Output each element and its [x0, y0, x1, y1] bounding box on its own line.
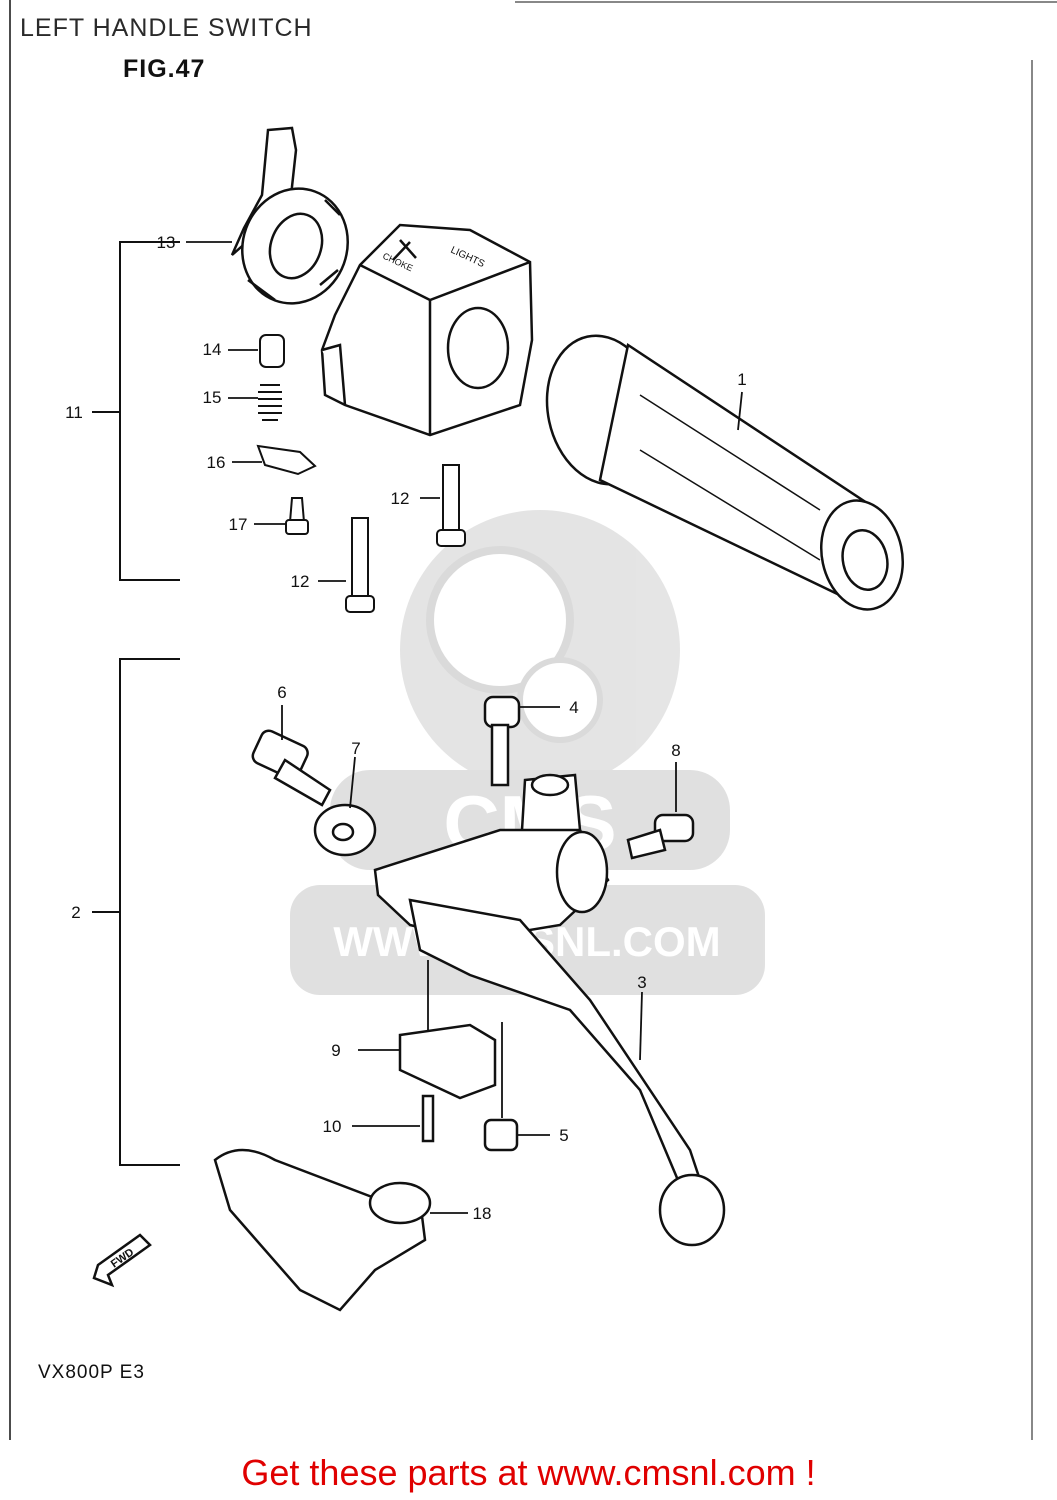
figure-label: FIG.47: [123, 55, 206, 83]
callout-15: 15: [203, 388, 222, 407]
callout-7: 7: [351, 739, 360, 758]
callout-18: 18: [473, 1204, 492, 1223]
grip-part: [545, 334, 905, 611]
callout-16: 16: [207, 453, 226, 472]
fwd-arrow-icon: FWD: [92, 1233, 152, 1288]
callout-11: 11: [65, 403, 83, 422]
callout-10: 10: [323, 1117, 342, 1136]
cmsnl-parts-link[interactable]: Get these parts at www.cmsnl.com !: [241, 1452, 816, 1493]
callout-5: 5: [559, 1126, 568, 1145]
callout-2: 2: [71, 903, 80, 922]
callout-13: 13: [157, 233, 176, 252]
callout-8: 8: [671, 741, 680, 760]
leader-lines: [186, 241, 743, 1214]
switch-housing-part: CHOKE LIGHTS: [320, 223, 534, 437]
choke-lever-part: [230, 126, 349, 305]
callout-17: 17: [229, 515, 248, 534]
callout-12b: 12: [291, 572, 310, 591]
page-title: LEFT HANDLE SWITCH: [20, 14, 313, 42]
callout-9: 9: [331, 1041, 340, 1060]
lever-assembly: [213, 695, 726, 1312]
group-brackets: [92, 241, 180, 1166]
callout-12a: 12: [391, 489, 410, 508]
callout-3: 3: [637, 973, 646, 992]
callout-14: 14: [203, 340, 222, 359]
screws-12: [345, 464, 466, 613]
callout-labels: 1 2 3 4 5 6 7 8 9 10 11 12 12 13 14 15 1…: [65, 233, 747, 1223]
callout-4: 4: [569, 698, 578, 717]
callout-6: 6: [277, 683, 286, 702]
callout-1: 1: [737, 370, 746, 389]
model-code: VX800P E3: [38, 1362, 145, 1383]
small-parts-group: [256, 334, 317, 535]
